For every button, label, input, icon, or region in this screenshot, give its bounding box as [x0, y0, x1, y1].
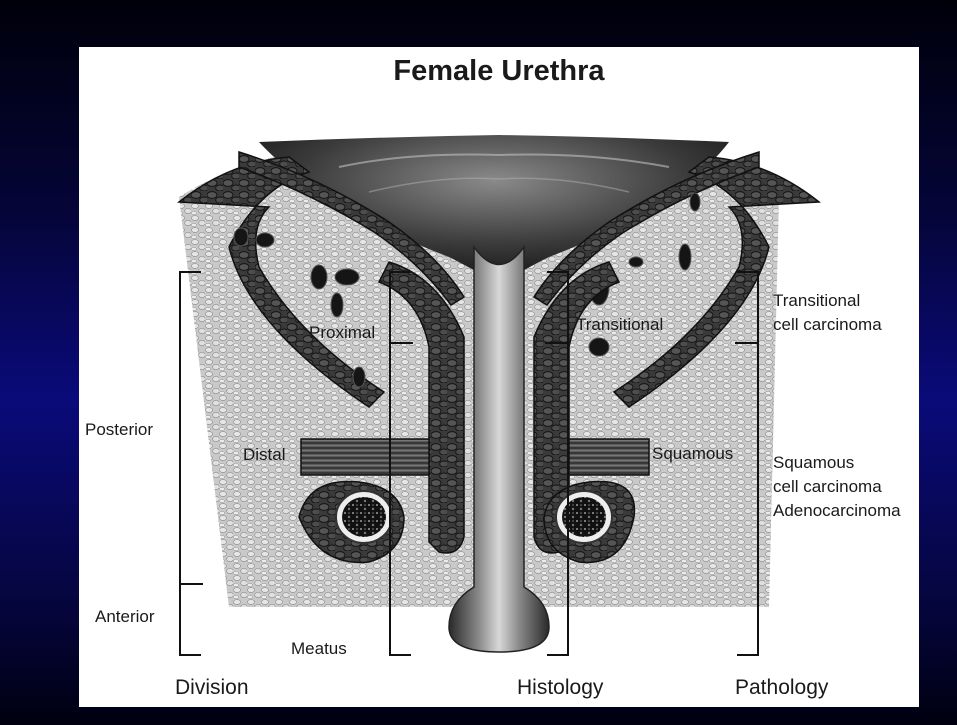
label-posterior: Posterior [85, 420, 153, 440]
label-transitional: Transitional [576, 315, 663, 335]
label-distal: Distal [243, 445, 286, 465]
label-transitional-cc-line1: Transitional [773, 291, 860, 311]
column-pathology: Pathology [735, 676, 828, 700]
label-transitional-cc-line2: cell carcinoma [773, 315, 882, 335]
diagram-panel: Female Urethra Proximal Distal Meatus Po… [79, 47, 919, 707]
diagram-title: Female Urethra [79, 55, 919, 88]
label-adenocarcinoma: Adenocarcinoma [773, 501, 901, 521]
label-anterior: Anterior [95, 607, 155, 627]
left-bone-section [342, 497, 386, 537]
right-sphincter [569, 439, 649, 475]
label-meatus: Meatus [291, 639, 347, 659]
left-sphincter [301, 439, 429, 475]
column-histology: Histology [517, 676, 603, 700]
label-proximal: Proximal [309, 323, 375, 343]
label-squamous: Squamous [652, 444, 733, 464]
column-division: Division [175, 676, 249, 700]
label-squamous-cc-line2: cell carcinoma [773, 477, 882, 497]
urethra-anatomy-illustration [79, 47, 919, 707]
label-squamous-cc-line1: Squamous [773, 453, 854, 473]
